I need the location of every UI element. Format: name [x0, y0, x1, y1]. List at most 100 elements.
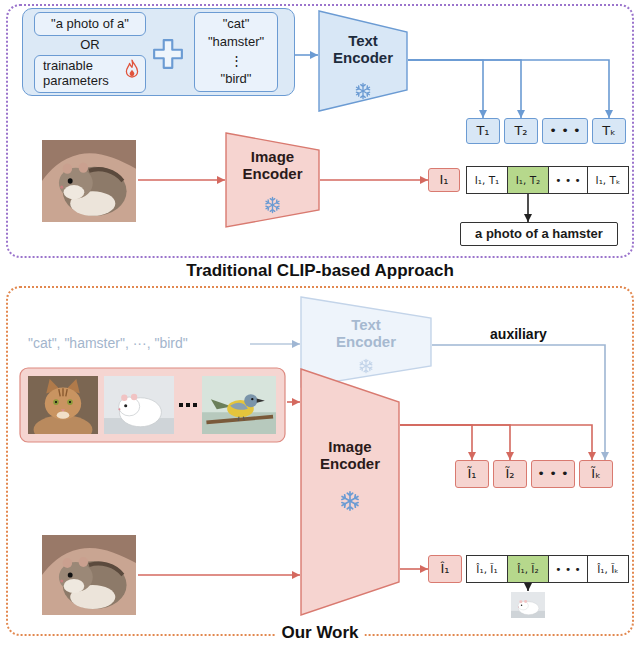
bird-photo [202, 376, 276, 434]
node-text: Ĩ₂ [505, 467, 514, 482]
prompt-box: trainable parameters [34, 55, 146, 93]
node-text: a photo of a hamster [475, 227, 603, 242]
feature-token: • • • [531, 460, 575, 488]
node-text: trainable parameters [43, 59, 123, 89]
edge-label: auxiliary [488, 326, 549, 342]
feature-token: Ĩ₂ [493, 460, 527, 488]
encoder-block: Image Encoder [300, 368, 400, 616]
frozen-icon [355, 84, 370, 99]
encoder-shape [226, 133, 319, 227]
node-text: ⋮ [230, 54, 243, 69]
hamster-photo [42, 535, 136, 615]
arrow-connector [408, 60, 483, 118]
hamster-photo [42, 140, 136, 222]
node-text: Tₖ [602, 124, 615, 139]
feature-token: I₁ [428, 168, 460, 192]
similarity-cell: I₁, T₂ [507, 166, 549, 194]
node-text: • • • [549, 124, 580, 139]
node-text: OR [34, 38, 146, 53]
approach-panel: "a photo of a"trainable parameters"cat""… [6, 4, 634, 258]
similarity-cell: Î₁, Ĩ₂ [507, 555, 549, 583]
feature-token: Tₖ [592, 118, 626, 144]
node-text: I₁, T₂ [516, 174, 541, 186]
arrow-connector [432, 345, 605, 460]
feature-token: Ĩ₁ [455, 460, 489, 488]
encoder-block: Text Encoder [300, 296, 432, 388]
encoder-shape [301, 297, 431, 387]
prompt-box: "a photo of a" [34, 12, 146, 36]
node-text: Image Encoder [236, 148, 310, 183]
input-arrow [138, 574, 300, 576]
node-text: Î₁, Ĩ₁ [476, 563, 497, 575]
panel-title: Our Work [275, 624, 364, 642]
trainable-icon [124, 59, 140, 79]
encoder-shape [301, 369, 399, 615]
prompt-box: "cat" "hamster" ⋮ "bird" [194, 12, 278, 92]
node-text: • • • [555, 174, 580, 186]
input-arrow [287, 401, 300, 403]
node-text: Ĩ₁ [467, 467, 476, 482]
plus-symbol [152, 38, 184, 70]
arrow-connector [400, 425, 510, 460]
node-text: I₁, T₁ [475, 174, 500, 186]
node-text: I₁ [439, 173, 448, 188]
faded-class-list: "cat", "hamster", ···, "bird" [28, 335, 188, 351]
node-text: "a photo of a" [51, 17, 129, 32]
encoder-block: Text Encoder [318, 10, 408, 112]
node-text: Î₁, Ĩₖ [597, 563, 619, 575]
node-text: Î₁ [440, 562, 449, 577]
encoder-block: Image Encoder [225, 132, 320, 228]
node-text: Text Encoder [326, 32, 400, 67]
similarity-cell: Î₁, Ĩₖ [587, 555, 629, 583]
hamster-photo [104, 376, 174, 434]
node-text: "hamster" [208, 35, 264, 50]
node-text: • • • [555, 563, 580, 575]
image-set [20, 368, 285, 444]
prompt-panel: "a photo of a"trainable parameters"cat""… [22, 8, 295, 96]
node-text: Image Encoder [313, 438, 387, 473]
prediction-label: a photo of a hamster [460, 222, 618, 246]
ellipsis-dot [186, 403, 190, 407]
result-arrow [527, 583, 529, 591]
result-image [511, 583, 545, 618]
feature-token: • • • [542, 118, 588, 144]
feature-token: Ĩₖ [579, 460, 613, 488]
node-text: "bird" [221, 72, 252, 87]
node-text: Text Encoder [329, 316, 403, 351]
arrow-connector [400, 568, 428, 570]
similarity-cell: • • • [548, 166, 588, 194]
similarity-cell: Î₁, Ĩ₁ [466, 555, 508, 583]
arrow-connector [408, 60, 521, 118]
arrow-connector [295, 54, 318, 56]
node-text: Î₁, Ĩ₂ [517, 563, 538, 575]
arrow-connector [320, 179, 428, 181]
input-arrow [250, 343, 300, 345]
ellipsis-dot [193, 403, 197, 407]
arrow-connector [400, 425, 592, 460]
node-text: "cat" [223, 17, 250, 32]
feature-token: T₂ [504, 118, 538, 144]
similarity-cell: • • • [548, 555, 588, 583]
encoder-shape [319, 11, 407, 111]
encoder-shape [300, 368, 400, 616]
ellipsis-dot [179, 403, 183, 407]
arrow-connector [408, 60, 609, 118]
feature-token: T₁ [466, 118, 500, 144]
feature-token: Î₁ [428, 555, 462, 583]
arrow-connector [400, 425, 472, 460]
frozen-icon [359, 359, 373, 372]
arrow-connector [527, 194, 529, 222]
plus-symbol [154, 40, 182, 68]
hamster-photo [511, 592, 545, 618]
trainable-icon [126, 60, 137, 77]
cat-photo [28, 376, 98, 444]
similarity-cell: I₁, Tₖ [587, 166, 629, 194]
frozen-icon [265, 198, 280, 213]
similarity-cell: I₁, T₁ [466, 166, 508, 194]
node-text: Ĩₖ [591, 467, 600, 482]
node-text: T₁ [476, 124, 489, 139]
node-text: T₂ [514, 124, 527, 139]
